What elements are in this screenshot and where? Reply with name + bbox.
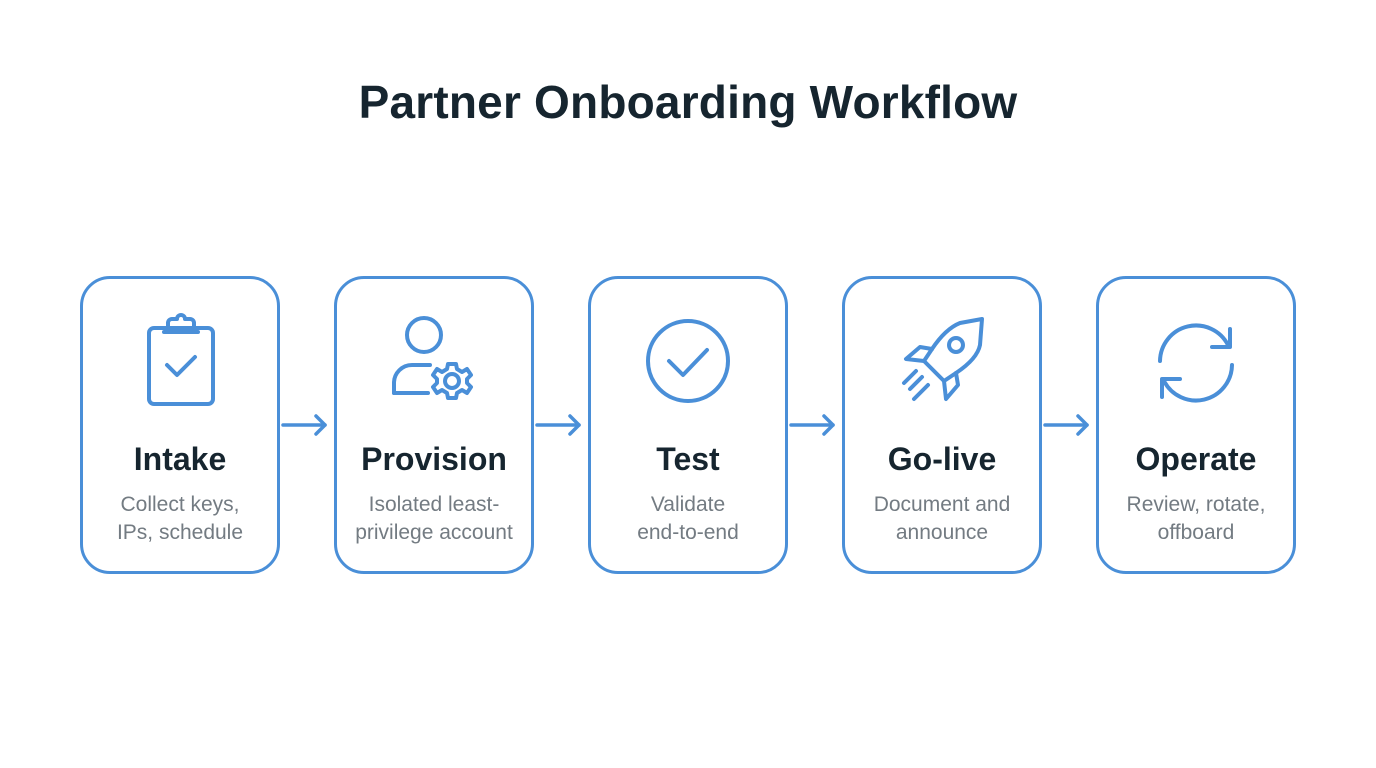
step-description: Document and announce bbox=[845, 491, 1039, 547]
step-card-test: Test Validate end-to-end bbox=[588, 276, 788, 574]
flow-arrow bbox=[788, 410, 838, 440]
refresh-icon bbox=[1146, 313, 1246, 413]
step-description-line: Collect keys, bbox=[120, 493, 240, 516]
step-title: Go-live bbox=[887, 441, 997, 477]
step-description: Review, rotate, offboard bbox=[1099, 491, 1293, 547]
step-description-line: Isolated least- bbox=[368, 493, 500, 516]
step-description-line: Review, rotate, bbox=[1126, 493, 1266, 516]
step-card-operate: Operate Review, rotate, offboard bbox=[1096, 276, 1296, 574]
step-card-intake: Intake Collect keys, IPs, schedule bbox=[80, 276, 280, 574]
step-title: Provision bbox=[361, 441, 507, 477]
flow-arrow bbox=[280, 410, 330, 440]
step-card-provision: Provision Isolated least- privilege acco… bbox=[334, 276, 534, 574]
flow-arrow bbox=[534, 410, 584, 440]
step-title: Operate bbox=[1135, 441, 1257, 477]
step-title: Intake bbox=[133, 441, 227, 477]
step-description-line: IPs, schedule bbox=[116, 521, 244, 544]
step-description-line: offboard bbox=[1157, 521, 1235, 544]
step-description: Isolated least- privilege account bbox=[337, 491, 531, 547]
diagram-title: Partner Onboarding Workflow bbox=[358, 76, 1018, 128]
step-description-line: announce bbox=[895, 521, 989, 544]
step-title: Test bbox=[656, 441, 720, 477]
rocket-icon bbox=[892, 313, 992, 413]
step-description: Collect keys, IPs, schedule bbox=[83, 491, 277, 547]
flow-arrow bbox=[1042, 410, 1092, 440]
user-gear-icon bbox=[384, 313, 484, 413]
step-description-line: Validate bbox=[650, 493, 726, 516]
step-description-line: Document and bbox=[873, 493, 1011, 516]
check-circle-icon bbox=[638, 313, 738, 413]
step-description: Validate end-to-end bbox=[591, 491, 785, 547]
step-description-line: end-to-end bbox=[637, 521, 739, 544]
step-description-line: privilege account bbox=[355, 521, 513, 544]
clipboard-check-icon bbox=[130, 313, 230, 413]
step-card-go-live: Go-live Document and announce bbox=[842, 276, 1042, 574]
